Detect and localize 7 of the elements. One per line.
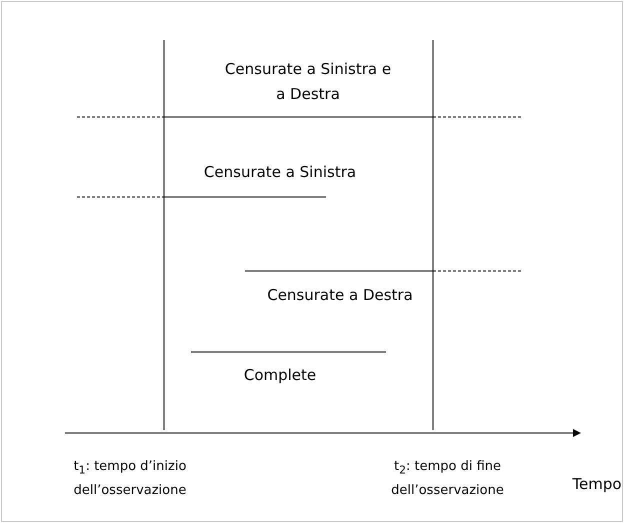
time-point-label: t$_{1}$: tempo d’inizio dell’osservazione (72, 458, 188, 500)
segment-label: Censurate a Destra (266, 285, 414, 306)
segment-label: Complete (242, 365, 318, 386)
time-point-label: t$_{2}$: tempo di fine dell’osservazione (390, 458, 505, 500)
axis-label: Tempo (571, 474, 623, 495)
segment-label: Censurate a Sinistra e a Destra (224, 59, 392, 105)
segment-label: Censurate a Sinistra (202, 162, 358, 183)
